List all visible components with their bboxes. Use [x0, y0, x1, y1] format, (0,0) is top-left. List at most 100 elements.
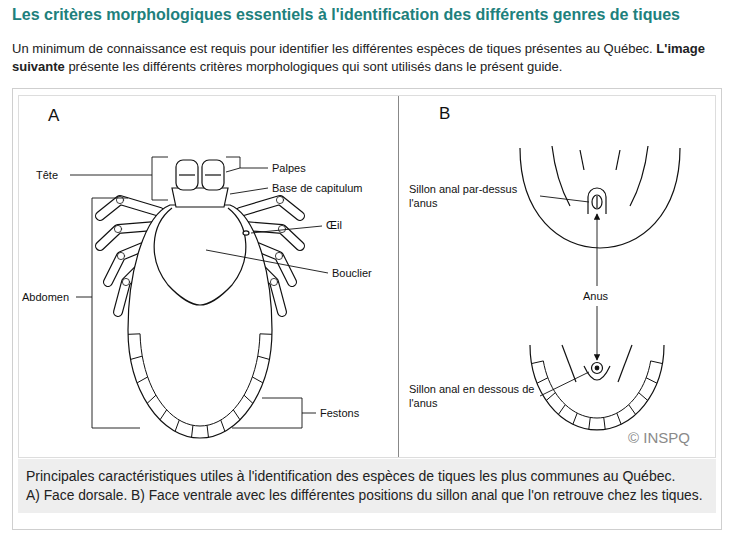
tick-body — [128, 205, 272, 438]
festons-outline — [137, 377, 147, 383]
festons-outline — [543, 361, 650, 418]
capitulum — [172, 160, 228, 207]
ventral-lower — [618, 345, 632, 382]
festons-outline — [128, 333, 140, 334]
festons-outline — [589, 417, 590, 429]
ventral-upper — [616, 150, 620, 170]
ventral-upper — [580, 150, 584, 170]
ventral-upper — [588, 188, 606, 214]
festons-outline — [233, 410, 240, 420]
page-title: Les critères morphologiques essentiels à… — [12, 5, 724, 25]
leader-line — [70, 175, 152, 176]
part-label: Base de capitulum — [272, 181, 363, 195]
panel-letter: © INSPQ — [628, 428, 690, 447]
leader-line — [540, 196, 589, 202]
leader-line — [232, 398, 302, 428]
figure-frame — [398, 96, 399, 457]
leader-line — [540, 372, 589, 396]
figure-frame — [19, 96, 716, 458]
ventral-upper — [520, 146, 680, 248]
part-label: Palpes — [272, 161, 306, 175]
festons-outline — [140, 334, 260, 426]
part-label: Sillon anal par-dessus l'anus — [409, 182, 537, 210]
festons-outline — [629, 405, 636, 415]
figure-frame — [13, 89, 722, 530]
tick-body — [154, 208, 246, 305]
festons-outline — [252, 377, 262, 383]
tick-legs — [114, 225, 121, 232]
festons-outline — [147, 395, 156, 403]
festons-outline — [260, 333, 272, 334]
capitulum — [202, 160, 224, 190]
ventral-upper — [630, 146, 648, 206]
panel-letter: A — [48, 105, 59, 126]
leader-line — [76, 297, 92, 298]
festons-outline — [558, 405, 565, 415]
leader-line — [597, 214, 598, 286]
festons-outline — [532, 361, 663, 429]
ventral-upper — [520, 148, 680, 248]
tick-legs — [116, 196, 123, 203]
leader-line — [597, 306, 598, 360]
part-label: Anus — [583, 289, 608, 303]
tick-legs — [240, 200, 300, 216]
tick-body — [128, 205, 272, 438]
festons-outline — [604, 417, 605, 429]
leader-line — [251, 226, 322, 233]
figure-frame — [13, 89, 722, 530]
tick-legs — [270, 278, 277, 285]
festons-outline — [537, 378, 548, 383]
leader-line — [226, 168, 240, 172]
festons-outline — [546, 393, 555, 401]
tick-legs — [278, 225, 285, 232]
tick-legs — [240, 200, 300, 216]
caption-text: A) Face dorsale. B) Face ventrale avec l… — [26, 486, 708, 506]
festons-outline — [639, 393, 648, 401]
part-label: Bouclier — [332, 266, 372, 280]
festons-outline — [207, 425, 208, 437]
intro-paragraph: Un minimum de connaissance est requis po… — [12, 40, 720, 76]
capitulum — [205, 174, 221, 175]
leader-line — [70, 157, 328, 428]
tick-legs — [276, 196, 283, 203]
tick-legs — [100, 200, 160, 216]
capitulum — [179, 174, 195, 175]
festons-outline — [175, 420, 179, 431]
caption-panel: Principales caractéristiques utiles à l'… — [18, 459, 716, 513]
festons-outline — [617, 413, 621, 424]
part-label: Œil — [326, 218, 342, 232]
festons-outline — [573, 413, 577, 424]
leader-line — [92, 198, 140, 428]
ventral-upper — [552, 146, 570, 206]
tick-legs — [275, 252, 282, 259]
caption-text: Principales caractéristiques utiles à l'… — [26, 466, 708, 486]
festons-outline — [160, 410, 167, 420]
capitulum — [176, 160, 198, 190]
tick-body — [243, 231, 249, 235]
part-label: Festons — [320, 406, 359, 420]
capitulum — [172, 188, 228, 207]
ventral-upper — [596, 196, 597, 208]
part-label: Tête — [36, 168, 58, 182]
festons-outline — [532, 361, 544, 364]
festons-outline — [192, 425, 193, 437]
ventral-upper — [592, 195, 602, 209]
festons-outline — [128, 334, 272, 437]
festons-outline — [221, 420, 225, 431]
festons-outline — [244, 395, 253, 403]
part-label: Sillon anal en dessous de l'anus — [409, 382, 537, 410]
ventral-lower — [592, 363, 603, 374]
leader-line — [302, 413, 316, 414]
leader-line — [206, 250, 328, 273]
festons-outline — [651, 361, 663, 364]
festons-outline — [258, 356, 270, 359]
intro-text: Un minimum de connaissance est requis po… — [12, 41, 653, 56]
intro-text: présente les différents critères morphol… — [68, 59, 562, 74]
ventral-lower — [595, 366, 599, 370]
tick-legs — [100, 200, 160, 216]
ventral-lower — [562, 345, 576, 382]
panel-letter: B — [439, 103, 450, 124]
tick-legs — [117, 252, 124, 259]
leader-line — [152, 157, 168, 200]
leader-line — [226, 157, 268, 168]
